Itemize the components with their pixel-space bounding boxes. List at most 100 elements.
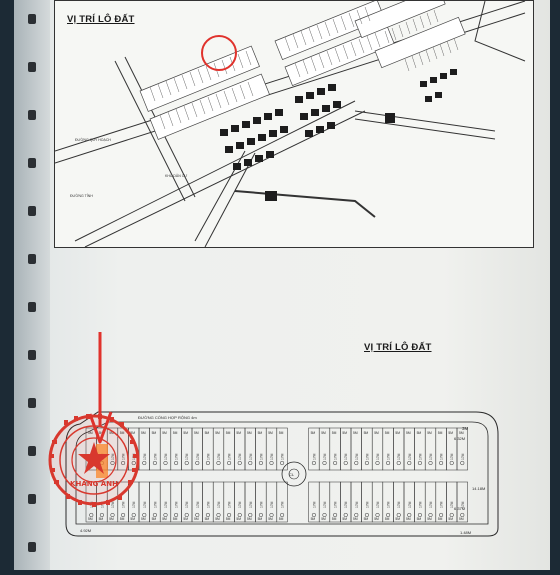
lot-dimension-label: 17M xyxy=(355,453,359,460)
tree-symbol xyxy=(216,512,221,518)
lot-dimension-label: 5M xyxy=(99,431,104,435)
lot-dimension-label: 5M xyxy=(205,431,210,435)
map-label: ĐƯỜNG QUY HOẠCH xyxy=(75,137,111,142)
edge-label: 6.37M xyxy=(454,506,465,511)
lot-dimension-label: 5M xyxy=(99,517,104,521)
lot-dimension-label: 17M xyxy=(312,501,316,508)
lot-dimension-label: 5M xyxy=(183,431,188,435)
tree-symbol xyxy=(269,512,274,518)
tree-symbol xyxy=(184,460,189,466)
tree-symbol xyxy=(386,460,391,466)
tree-symbol xyxy=(333,460,338,466)
tree-symbol xyxy=(110,512,115,518)
lot-dimension-label: 5M xyxy=(438,431,443,435)
lot-dimension-label: 5M xyxy=(236,517,241,521)
lot-dimension-label: 17M xyxy=(196,453,200,460)
tree-symbol xyxy=(142,512,147,518)
lot-dimension-label: 5M xyxy=(141,517,146,521)
top-map-title: VỊ TRÍ LÔ ĐẤT xyxy=(67,14,135,25)
lot-dimension-label: 17M xyxy=(418,501,422,508)
lot-dimension-label: 17M xyxy=(270,453,274,460)
tree-symbol xyxy=(258,512,263,518)
lot-dimension-label: 5M xyxy=(130,517,135,521)
tree-symbol xyxy=(311,460,316,466)
tree-symbol xyxy=(99,512,104,518)
lot-dimension-label: 5M xyxy=(395,431,400,435)
lot-dimension-label: 17M xyxy=(259,453,263,460)
lot-dimension-label: 5M xyxy=(88,431,93,435)
lot-dimension-label: 17M xyxy=(238,453,242,460)
tree-symbol xyxy=(152,460,157,466)
binder-hole xyxy=(28,14,36,24)
land-lot xyxy=(276,427,288,471)
lot-dimension-label: 5M xyxy=(311,517,316,521)
tree-symbol xyxy=(460,512,465,518)
lot-dimension-label: 5M xyxy=(120,431,125,435)
lot-dimension-label: 17M xyxy=(249,501,253,508)
lot-dimension-label: 5M xyxy=(332,431,337,435)
tree-symbol xyxy=(439,512,444,518)
lot-dimension-label: 17M xyxy=(450,501,454,508)
lot-dimension-label: 5M xyxy=(395,517,400,521)
lot-dimension-label: 17M xyxy=(143,453,147,460)
lot-dimension-label: 17M xyxy=(344,453,348,460)
lot-dimension-label: 17M xyxy=(440,501,444,508)
tree-symbol xyxy=(386,512,391,518)
lot-dimension-label: 5M xyxy=(385,431,390,435)
tree-symbol xyxy=(269,460,274,466)
lot-dimension-label: 17M xyxy=(408,501,412,508)
lot-dimension-label: 17M xyxy=(344,501,348,508)
lot-dimension-label: 5M xyxy=(130,431,135,435)
bottom-plan-title: VỊ TRÍ LÔ ĐẤT xyxy=(364,342,432,353)
lot-dimension-label: 17M xyxy=(461,453,465,460)
lot-dimension-label: 5M xyxy=(236,431,241,435)
lot-dimension-label: 17M xyxy=(206,501,210,508)
binder-hole xyxy=(28,446,36,456)
lot-dimension-label: 17M xyxy=(281,501,285,508)
tree-symbol xyxy=(195,512,200,518)
lot-dimension-label: 5M xyxy=(374,431,379,435)
tree-symbol xyxy=(110,460,115,466)
binder-hole xyxy=(28,206,36,216)
tree-symbol xyxy=(375,512,380,518)
lot-dimension-label: 17M xyxy=(217,453,221,460)
lot-dimension-label: 5M xyxy=(183,517,188,521)
lot-dimension-label: 5M xyxy=(311,431,316,435)
tree-symbol xyxy=(343,512,348,518)
lot-dimension-label: 17M xyxy=(408,453,412,460)
lot-marker-circle xyxy=(201,35,237,71)
lot-dimension-label: 5M xyxy=(321,431,326,435)
lot-dimension-label: 5M xyxy=(342,431,347,435)
binder-hole xyxy=(28,494,36,504)
binder-hole xyxy=(28,158,36,168)
tree-symbol xyxy=(311,512,316,518)
tree-symbol xyxy=(237,460,242,466)
lot-dimension-label: 5M xyxy=(120,517,125,521)
lot-dimension-label: 5M xyxy=(162,431,167,435)
lot-dimension-label: 5M xyxy=(226,517,231,521)
lot-dimension-label: 5M xyxy=(88,517,93,521)
lot-dimension-label: 5M xyxy=(152,431,157,435)
tree-symbol xyxy=(152,512,157,518)
site-map: ĐƯỜNG QUY HOẠCH KHU DÂN CƯ ĐƯỜNG TỈNH VỊ… xyxy=(54,0,534,248)
lot-dimension-label: 17M xyxy=(387,501,391,508)
tree-symbol xyxy=(428,460,433,466)
lot-dimension-label: 17M xyxy=(185,501,189,508)
lot-dimension-label: 17M xyxy=(281,453,285,460)
lot-dimension-label: 17M xyxy=(122,501,126,508)
lot-dimension-label: 5M xyxy=(448,431,453,435)
company-seal: KHANG ANH xyxy=(48,414,140,507)
lot-dimension-label: 17M xyxy=(228,501,232,508)
binder-hole xyxy=(28,542,36,552)
tree-symbol xyxy=(364,512,369,518)
tree-symbol xyxy=(407,460,412,466)
lot-dimension-label: 5M xyxy=(417,517,422,521)
center-circle xyxy=(281,461,307,487)
tree-symbol xyxy=(322,512,327,518)
lot-dimension-label: 17M xyxy=(196,501,200,508)
center-circle-inner xyxy=(288,468,300,480)
lot-dimension-label: 17M xyxy=(418,453,422,460)
tree-symbol xyxy=(258,460,263,466)
lot-dimension-label: 17M xyxy=(143,501,147,508)
tree-symbol xyxy=(163,460,168,466)
